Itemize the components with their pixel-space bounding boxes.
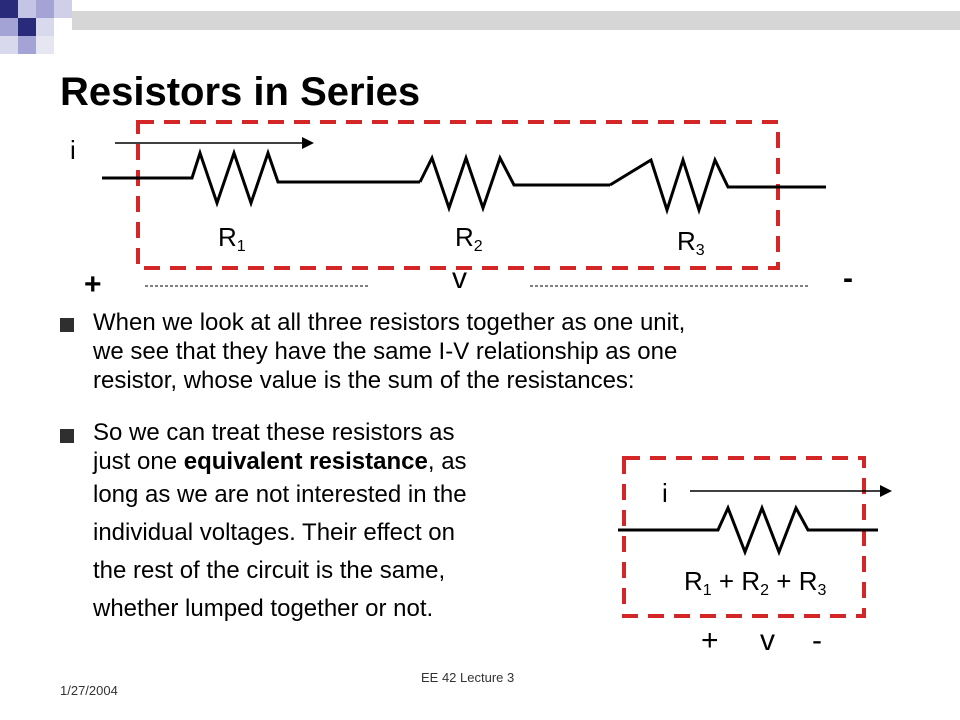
equiv-plus-label: + <box>701 624 719 657</box>
bullet-2-text: So we can treat these resistors as just … <box>93 419 467 622</box>
resistor-r3-symbol <box>609 155 826 215</box>
equivalent-resistor-symbol <box>618 503 878 557</box>
equiv-dashed-enclosure <box>622 456 866 618</box>
current-arrow <box>115 137 314 149</box>
slide-title: Resistors in Series <box>60 70 421 114</box>
current-label: i <box>70 135 76 165</box>
footer-date: 1/27/2004 <box>60 683 118 698</box>
voltage-label: v <box>452 262 467 295</box>
plus-terminal-label: + <box>84 268 102 301</box>
resistor-label-r2: R2 <box>455 222 483 255</box>
resistor-label-r3: R3 <box>677 226 705 259</box>
bullet-marker <box>60 318 74 332</box>
minus-terminal-label: - <box>843 262 853 295</box>
equiv-voltage-label: v <box>760 624 775 657</box>
dashed-enclosure <box>136 120 780 270</box>
bullet-marker <box>60 429 74 443</box>
equiv-minus-label: - <box>812 624 822 657</box>
resistor-r2-symbol <box>418 153 610 213</box>
equiv-current-label: i <box>662 478 668 508</box>
resistor-r1-symbol <box>102 148 420 208</box>
footer-course: EE 42 Lecture 3 <box>421 670 515 685</box>
bullet-1-text: When we look at all three resistors toge… <box>93 309 686 394</box>
resistor-label-r1: R1 <box>218 222 246 255</box>
equiv-current-arrow <box>690 485 892 497</box>
equiv-resistance-label: R1 + R2 + R3 <box>684 566 827 599</box>
